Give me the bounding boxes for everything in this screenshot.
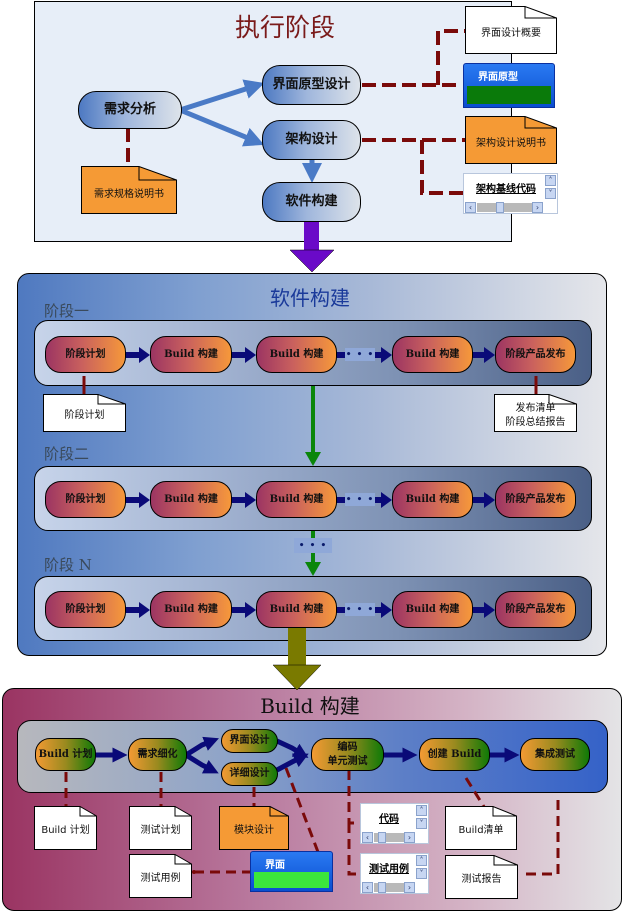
- software-build-title: 软件构建: [270, 286, 350, 310]
- build-step-create-build[interactable]: 创建 Build: [419, 738, 490, 771]
- document-icon: [494, 394, 577, 432]
- code-window-label[interactable]: 代码: [379, 814, 399, 825]
- document-icon: [81, 166, 177, 214]
- arch-baseline-code-label[interactable]: 架构基线代码: [476, 184, 536, 195]
- build-step-integration-test[interactable]: 集成测试: [520, 738, 590, 771]
- ui-window-body: [254, 872, 329, 888]
- horizontal-scrollbar[interactable]: [477, 203, 532, 212]
- requirements-analysis-node[interactable]: 需求分析: [78, 91, 182, 129]
- test-plan-doc: 测试计划: [129, 806, 192, 850]
- document-icon: [445, 855, 518, 899]
- stage-2-step-release[interactable]: 阶段产品发布: [495, 481, 576, 518]
- stage-n-label: 阶段 N: [44, 556, 92, 574]
- stages-ellipsis: • • •: [294, 538, 332, 553]
- ui-prototype-design-node[interactable]: 界面原型设计: [262, 65, 361, 105]
- build-step-coding[interactable]: 编码 单元测试: [311, 738, 384, 771]
- test-report-doc: 测试报告: [445, 855, 518, 899]
- software-build-node[interactable]: 软件构建: [262, 182, 361, 222]
- build-title: Build 构建: [260, 694, 360, 718]
- test-case-window[interactable]: 测试用例 ˄ ˅ ‹ ›: [360, 853, 429, 894]
- horizontal-scrollbar[interactable]: [374, 883, 404, 892]
- scroll-thumb[interactable]: [496, 202, 504, 213]
- arch-baseline-code-window[interactable]: 架构基线代码 ˄ ˅ ‹ ›: [463, 173, 558, 214]
- stage-n-ellipsis: • • •: [345, 603, 375, 616]
- build-step-plan[interactable]: Build 计划: [35, 738, 96, 771]
- stage-1-ellipsis: • • •: [345, 348, 375, 361]
- stage-2-step-build-n[interactable]: Build 构建: [392, 481, 473, 518]
- stage-1-step-build-2[interactable]: Build 构建: [256, 336, 337, 373]
- stage-2-step-build-2[interactable]: Build 构建: [256, 481, 337, 518]
- release-summary-doc: 发布清单 阶段总结报告: [494, 394, 577, 432]
- ui-overview-doc: 界面设计概要: [465, 6, 557, 54]
- scroll-up-icon[interactable]: ˄: [416, 805, 427, 816]
- build-plan-doc: Build 计划: [34, 806, 97, 850]
- scroll-thumb[interactable]: [378, 882, 386, 893]
- build-step-detail-design[interactable]: 详细设计: [221, 762, 278, 786]
- build-step-refine[interactable]: 需求细化: [128, 738, 187, 771]
- test-case-window-label[interactable]: 测试用例: [369, 864, 409, 875]
- ui-prototype-window-body: [467, 86, 551, 104]
- document-icon: [445, 806, 517, 850]
- test-case-doc: 测试用例: [129, 854, 192, 898]
- scroll-thumb[interactable]: [378, 832, 386, 843]
- build-step-ui-design[interactable]: 界面设计: [221, 729, 278, 753]
- document-icon: [129, 806, 192, 850]
- horizontal-scrollbar[interactable]: [374, 833, 404, 842]
- scroll-up-icon[interactable]: ˄: [545, 175, 556, 186]
- module-design-doc: 模块设计: [219, 806, 289, 850]
- scroll-down-icon[interactable]: ˅: [416, 818, 427, 829]
- stage-n-step-build-n[interactable]: Build 构建: [392, 591, 473, 628]
- stage-2-step-build-1[interactable]: Build 构建: [150, 481, 232, 518]
- document-icon: [465, 6, 557, 54]
- document-icon: [129, 854, 192, 898]
- stage-n-step-plan[interactable]: 阶段计划: [45, 591, 126, 628]
- ui-prototype-window[interactable]: 界面原型: [463, 63, 555, 108]
- build-list-doc: Build清单: [445, 806, 517, 850]
- scroll-down-icon[interactable]: ˅: [416, 868, 427, 879]
- architecture-design-node[interactable]: 架构设计: [262, 120, 361, 160]
- ui-prototype-window-title: 界面原型: [478, 72, 518, 83]
- scroll-down-icon[interactable]: ˅: [545, 188, 556, 199]
- scroll-left-icon[interactable]: ‹: [362, 832, 373, 843]
- stage-2-label: 阶段二: [44, 445, 90, 463]
- stage-2-ellipsis: • • •: [345, 493, 375, 506]
- stage-1-step-build-1[interactable]: Build 构建: [150, 336, 232, 373]
- scroll-right-icon[interactable]: ›: [532, 202, 543, 213]
- ui-window-title: 界面: [265, 860, 285, 871]
- stage-1-label: 阶段一: [44, 302, 90, 320]
- document-icon: [219, 806, 289, 850]
- stage-n-step-build-2[interactable]: Build 构建: [256, 591, 337, 628]
- stage-1-step-release[interactable]: 阶段产品发布: [495, 336, 576, 373]
- stage-1-step-build-n[interactable]: Build 构建: [392, 336, 473, 373]
- execution-phase-title: 执行阶段: [234, 13, 335, 42]
- architecture-spec-doc: 架构设计说明书: [465, 116, 557, 164]
- document-icon: [43, 394, 126, 432]
- scroll-left-icon[interactable]: ‹: [465, 202, 476, 213]
- document-icon: [465, 116, 557, 164]
- ui-window[interactable]: 界面: [250, 851, 333, 892]
- stage-2-step-plan[interactable]: 阶段计划: [45, 481, 126, 518]
- scroll-left-icon[interactable]: ‹: [362, 882, 373, 893]
- document-icon: [34, 806, 97, 850]
- code-window[interactable]: 代码 ˄ ˅ ‹ ›: [360, 803, 429, 844]
- release-summary-text: 发布清单 阶段总结报告: [505, 403, 566, 428]
- requirements-spec-doc: 需求规格说明书: [81, 166, 177, 214]
- scroll-right-icon[interactable]: ›: [404, 882, 415, 893]
- scroll-up-icon[interactable]: ˄: [416, 855, 427, 866]
- stage-plan-doc: 阶段计划: [43, 394, 126, 432]
- stage-1-step-plan[interactable]: 阶段计划: [45, 336, 126, 373]
- stage-n-step-build-1[interactable]: Build 构建: [150, 591, 232, 628]
- stage-n-step-release[interactable]: 阶段产品发布: [495, 591, 576, 628]
- scroll-right-icon[interactable]: ›: [404, 832, 415, 843]
